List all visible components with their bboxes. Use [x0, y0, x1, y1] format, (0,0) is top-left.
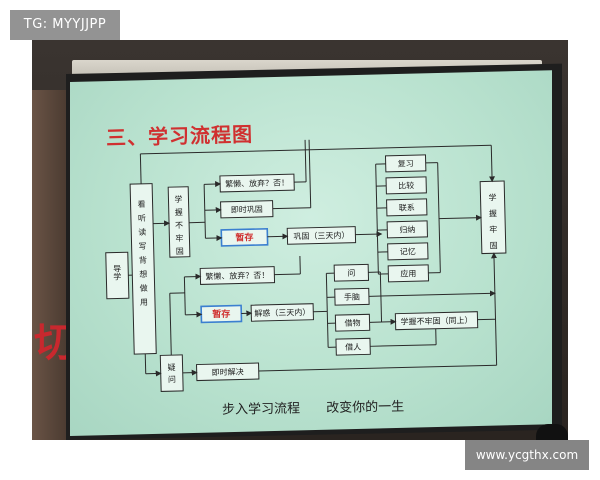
label-jiyi: 记忆: [400, 246, 416, 256]
audience-head-silhouette: [536, 424, 568, 440]
label-gonggu3: 巩固（三天内）: [293, 230, 349, 241]
label-jiehuo3: 解惑（三天内）: [254, 307, 310, 318]
label-zancun1: 暂存: [235, 231, 253, 243]
label-lianxi: 联系: [399, 202, 415, 212]
label-kanting: 看听读写背想做用: [137, 200, 149, 312]
watermark-tag: TG: MYYJJPP: [10, 10, 120, 40]
label-jishijiejue: 即时解决: [212, 366, 244, 377]
left-wall: [32, 90, 68, 440]
caption-right: 改变你的一生: [326, 399, 405, 416]
label-jishigonggu: 即时巩固: [231, 204, 263, 215]
label-bijiao: 比较: [398, 180, 414, 190]
label-yiwen: 疑问: [167, 362, 177, 387]
label-xuelaogu: 学握牢固: [488, 192, 499, 257]
slide-caption: 步入学习流程 改变你的一生: [222, 395, 426, 418]
label-wen: 问: [347, 269, 355, 278]
label-shounao: 手脑: [344, 292, 360, 302]
label-fuxi: 复习: [398, 158, 414, 168]
caption-left: 步入学习流程: [221, 401, 301, 418]
label-daoxue: 导学: [113, 264, 122, 280]
label-xuebulaogu: 学握不牢固: [174, 194, 185, 260]
label-fangqi2: 繁懒、放弃？否！: [205, 270, 269, 282]
label-guina: 归纳: [399, 224, 415, 234]
watermark-url: www.ycgthx.com: [465, 440, 589, 470]
label-yingyong: 应用: [400, 268, 416, 278]
label-xuebulaogu2: 学握不牢固（同上）: [400, 315, 472, 327]
label-jiewu: 借物: [344, 318, 360, 328]
label-zancun2: 暂存: [212, 308, 230, 320]
label-fangqi1: 繁懒、放弃？否！: [225, 177, 289, 189]
label-jieren: 借人: [345, 342, 361, 352]
